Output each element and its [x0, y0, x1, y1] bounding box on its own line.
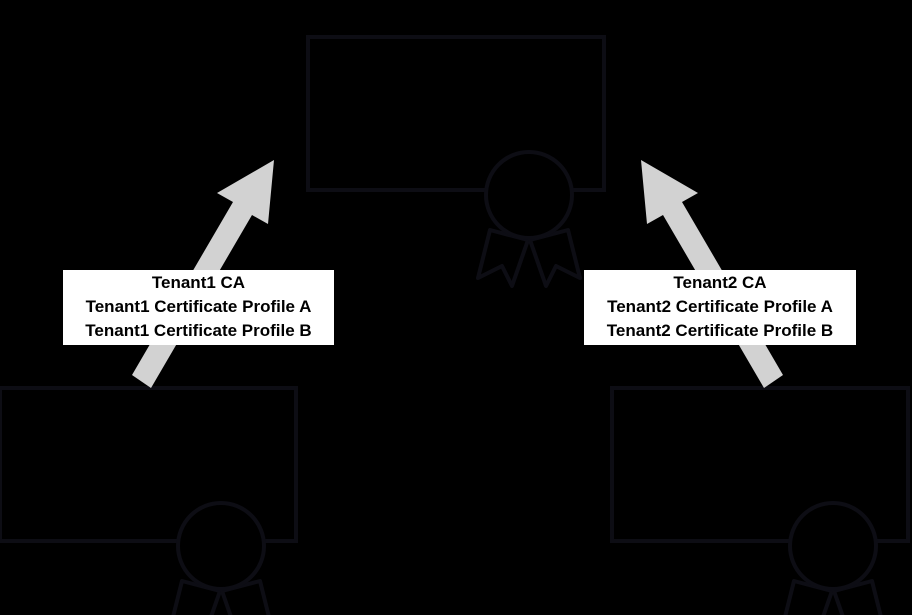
certificate-icon-tenant2-ca[interactable] — [610, 386, 910, 615]
tenant1-label-line-2: Tenant1 Certificate Profile A — [85, 297, 312, 316]
certificate-seal-root-ca — [476, 150, 582, 288]
certificate-body-tenant1-ca — [0, 386, 298, 543]
certificate-body-root-ca — [306, 35, 606, 192]
tenant2-label-line-2: Tenant2 Certificate Profile A — [607, 297, 833, 316]
tenant1-label-box[interactable]: Tenant1 CA Tenant1 Certificate Profile A… — [63, 270, 334, 345]
certificate-icon-root-ca[interactable] — [306, 35, 606, 288]
tenant2-label-line-1: Tenant2 CA — [673, 273, 767, 292]
certificate-seal-tenant2-ca — [783, 501, 883, 615]
certificate-icon-tenant1-ca[interactable] — [0, 386, 298, 615]
certificate-body-tenant2-ca — [610, 386, 910, 543]
tenant2-label-line-3: Tenant2 Certificate Profile B — [606, 321, 834, 340]
tenant1-label-line-3: Tenant1 Certificate Profile B — [85, 321, 312, 340]
tenant1-label-line-1: Tenant1 CA — [151, 273, 246, 292]
certificate-seal-tenant1-ca — [171, 501, 271, 615]
tenant2-label-box[interactable]: Tenant2 CA Tenant2 Certificate Profile A… — [584, 270, 856, 345]
